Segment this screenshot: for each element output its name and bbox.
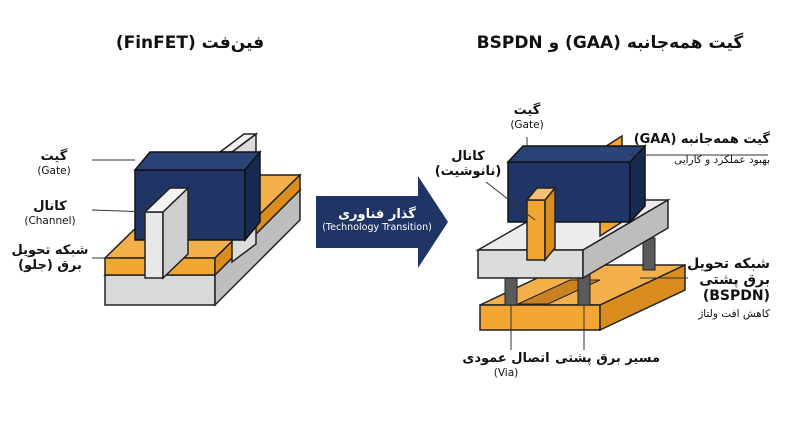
gaa-nanosheet-front [526, 199, 546, 261]
via-label: اتصال عمودی (Via) [458, 351, 554, 379]
finfet-gate-text: گیت [40, 149, 68, 164]
finfet-substrate-front [104, 274, 216, 306]
finfet-channel-label: کانال (Channel) [10, 199, 90, 227]
finfet-title: فین‌فت (FinFET) [115, 33, 265, 53]
gaa-gate-label: گیت (Gate) [495, 103, 559, 131]
transition-arrow [316, 176, 448, 268]
bspdn-label: شبکه تحویل برق پشتی (BSPDN) کاهش افت ولت… [660, 256, 770, 320]
finfet-gate-top [133, 151, 262, 171]
gaa-feature-sub: بهبود عملکرد و کارایی [673, 153, 770, 166]
gaa-channel-sub: (نانوشیت) [434, 163, 502, 179]
finfet-structure [91, 132, 302, 307]
finfet-channel-text: کانال [33, 199, 67, 214]
gaa-nanosheet-top [525, 187, 557, 201]
gaa-title: گیت همه‌جانبه (GAA) و BSPDN [476, 33, 744, 53]
transition-sub: (Technology Transition) [322, 221, 432, 233]
finfet-power-line1: شبکه تحویل [11, 243, 89, 258]
finfet-power-label: شبکه تحویل برق (جلو) [10, 243, 90, 274]
rail-label: مسیر برق پشتی [555, 351, 660, 367]
finfet-fin-front-top [143, 187, 190, 213]
gaa-channel-leader [485, 181, 536, 221]
gaa-slab-side [582, 198, 669, 280]
gaa-structure [475, 134, 768, 350]
finfet-channel-leader [91, 209, 151, 213]
gaa-channel-label: کانال (نانوشیت) [430, 149, 506, 180]
finfet-channel-sub: (Channel) [24, 214, 76, 227]
via-text: اتصال عمودی [462, 351, 550, 366]
finfet-gate-side [244, 149, 261, 243]
finfet-power-line2: برق (جلو) [18, 257, 82, 273]
bspdn-line3: (BSPDN) [702, 288, 770, 305]
bspdn-line1: شبکه تحویل [687, 256, 770, 272]
gaa-gate-side [629, 144, 646, 224]
rail-text: مسیر برق پشتی [555, 351, 660, 366]
via-sub: (Via) [493, 366, 519, 379]
bspdn-sub: کاهش افت ولتاژ [698, 308, 770, 321]
gaa-feature-text: گیت همه‌جانبه (GAA) [633, 132, 770, 147]
via-3 [642, 237, 656, 271]
gaa-channel-text: کانال [451, 149, 485, 164]
transition-label: گذار فناوری (Technology Transition) [312, 207, 442, 234]
bspdn-frame-front [479, 304, 601, 331]
finfet-gate-sub: (Gate) [37, 164, 71, 177]
finfet-fin-front [144, 211, 164, 279]
gaa-gate-text: گیت [513, 103, 541, 118]
gaa-gate-sub: (Gate) [510, 118, 544, 131]
finfet-gate-label: گیت (Gate) [18, 149, 90, 177]
transition-text: گذار فناوری [338, 207, 416, 222]
gaa-feature-label: گیت همه‌جانبه (GAA) بهبود عملکرد و کارای… [620, 132, 770, 166]
bspdn-line2: برق پشتی [699, 272, 770, 289]
